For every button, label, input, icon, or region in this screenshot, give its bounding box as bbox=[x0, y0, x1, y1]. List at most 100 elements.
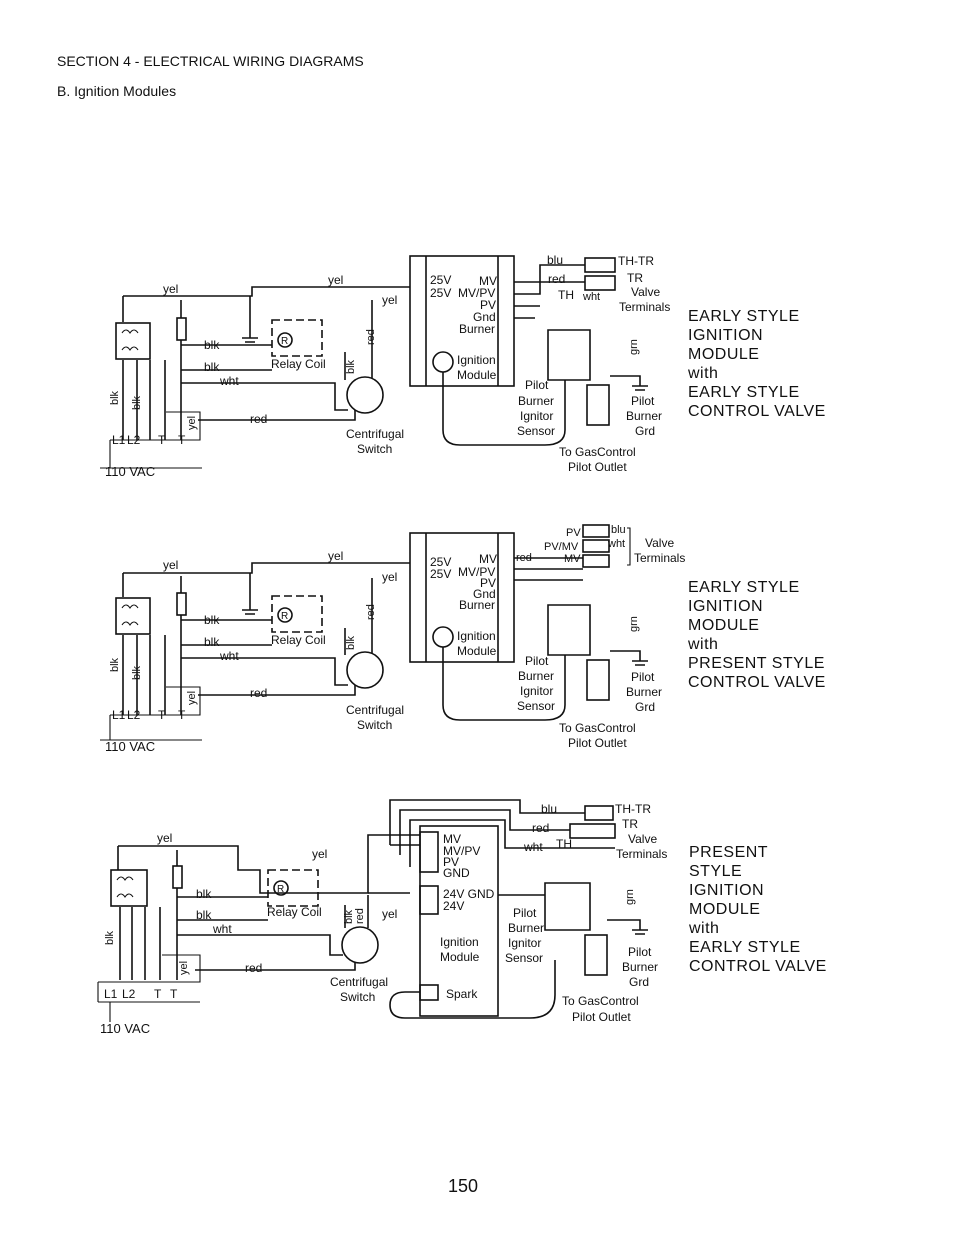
wire-label-wht: wht bbox=[582, 291, 600, 303]
l2-label: L2 bbox=[127, 433, 141, 447]
terminal-pv-mv bbox=[582, 539, 610, 553]
wire-label-yel: yel bbox=[178, 961, 190, 975]
module-terminal-block bbox=[419, 885, 439, 915]
wire-label-red: red bbox=[516, 552, 532, 564]
wire-label-yel: yel bbox=[186, 691, 198, 705]
terminal-mvpv: MV/PV bbox=[458, 286, 495, 300]
wire-label-blk: blk bbox=[109, 657, 121, 672]
burner-right-label: Burner bbox=[626, 409, 662, 423]
wire-label-wht: wht bbox=[219, 649, 239, 663]
wire-label-red: red bbox=[250, 412, 267, 426]
ignition-module-box bbox=[409, 532, 515, 663]
svg-text:R: R bbox=[281, 611, 288, 622]
terminal-pv: PV bbox=[443, 855, 459, 869]
grd-label: Grd bbox=[635, 424, 655, 438]
diagram-title-line: IGNITION bbox=[688, 327, 763, 344]
t-label: T bbox=[170, 987, 178, 1001]
module-terminal-block bbox=[419, 984, 439, 1001]
diagram-title-line: EARLY STYLE bbox=[688, 579, 800, 596]
relay-coil-box bbox=[267, 869, 319, 907]
wire-label-blk: blk bbox=[345, 635, 357, 650]
transformer-symbol bbox=[115, 322, 151, 360]
wire-label-grn: grn bbox=[628, 339, 640, 355]
diagram-title-line: IGNITION bbox=[689, 882, 764, 899]
t-label: T bbox=[178, 433, 186, 447]
wire-label-blk: blk bbox=[345, 359, 357, 374]
terminal-24v: 24V bbox=[443, 899, 464, 913]
diagram-title-line: EARLY STYLE bbox=[689, 939, 801, 956]
grd-label: Grd bbox=[635, 700, 655, 714]
t-label: T bbox=[158, 433, 166, 447]
l1-label: L1 bbox=[112, 433, 126, 447]
ignition-module-box bbox=[409, 255, 515, 387]
wire-label-yel: yel bbox=[157, 831, 172, 845]
wire-label-red: red bbox=[250, 686, 267, 700]
terminal-25v: 25V bbox=[430, 555, 451, 569]
page-number: 150 bbox=[448, 1176, 479, 1196]
wire-label-red: red bbox=[245, 961, 262, 975]
diagram-title-line: PRESENT STYLE bbox=[688, 655, 825, 672]
valve-label: Valve bbox=[645, 536, 674, 550]
relay-symbol bbox=[277, 607, 293, 623]
diagram-3: L1 L2 T T 110 VAC yel yel blk blk wht re… bbox=[97, 799, 826, 1036]
pilot-burner-label: Burner bbox=[518, 669, 554, 683]
wire-label-red: red bbox=[365, 329, 377, 345]
centrifugal-label: Centrifugal bbox=[330, 975, 388, 989]
terminal-mv: MV bbox=[479, 552, 497, 566]
terminal-th-tr-label: TH-TR bbox=[618, 254, 654, 268]
pilot-right-label: Pilot bbox=[631, 394, 655, 408]
wire-label-yel: yel bbox=[163, 558, 178, 572]
l2-label: L2 bbox=[127, 708, 141, 722]
diagram-title-line: MODULE bbox=[688, 617, 759, 634]
wire-label-yel: yel bbox=[382, 293, 397, 307]
diagram-title-line: CONTROL VALVE bbox=[688, 403, 826, 420]
wire-label-red: red bbox=[532, 821, 549, 835]
to-gas-control-label: To GasControl bbox=[559, 445, 636, 459]
wire-label-blk: blk bbox=[109, 390, 121, 405]
ignitor-label: Ignitor bbox=[520, 409, 553, 423]
switch-label: Switch bbox=[340, 990, 375, 1004]
terminal-th-tr bbox=[584, 257, 616, 273]
wire-label-red: red bbox=[365, 604, 377, 620]
vac-label: 110 VAC bbox=[105, 739, 155, 754]
wire-label-grn: grn bbox=[628, 616, 640, 632]
l1-label: L1 bbox=[112, 708, 126, 722]
wire-label-yel: yel bbox=[163, 282, 178, 296]
relay-coil-label: Relay Coil bbox=[267, 905, 322, 919]
pilot-outlet-label: Pilot Outlet bbox=[572, 1010, 631, 1024]
grd-label: Grd bbox=[629, 975, 649, 989]
terminal-pv-mv-label: PV/MV bbox=[544, 541, 579, 553]
wire-label-blk: blk bbox=[204, 635, 220, 649]
valve-label: Valve bbox=[631, 285, 660, 299]
diagram-title-line: MODULE bbox=[688, 346, 759, 363]
t-label: T bbox=[178, 708, 186, 722]
ignition-module-box bbox=[419, 825, 499, 1017]
pilot-burner-grd-symbol bbox=[586, 384, 610, 426]
wire-label-yel: yel bbox=[382, 907, 397, 921]
fuse-symbol bbox=[176, 592, 187, 616]
spark-label: Spark bbox=[446, 987, 478, 1001]
terminal-mv: MV bbox=[479, 274, 497, 288]
vac-label: 110 VAC bbox=[105, 464, 155, 479]
terminals-label: Terminals bbox=[634, 551, 685, 565]
wire-label-blk: blk bbox=[204, 338, 220, 352]
terminal-th: TH bbox=[558, 288, 574, 302]
ignitor-label: Ignitor bbox=[508, 936, 541, 950]
diagram-1: L1 L2 T T 110 VAC yel yel blk blk wht re… bbox=[100, 253, 826, 479]
relay-coil-box bbox=[271, 595, 323, 633]
pilot-burner-grd-symbol bbox=[584, 934, 608, 976]
relay-symbol bbox=[277, 332, 293, 348]
relay-coil-box bbox=[271, 319, 323, 357]
module-label: Module bbox=[440, 950, 480, 964]
ignition-connector bbox=[432, 351, 454, 373]
module-terminal-block bbox=[419, 831, 439, 873]
wire-label-grn: grn bbox=[624, 889, 636, 905]
centrifugal-switch-symbol bbox=[341, 926, 379, 964]
diagram-title-line: with bbox=[688, 920, 719, 937]
wire-label-blk: blk bbox=[204, 613, 220, 627]
pilot-burner-label: Burner bbox=[508, 921, 544, 935]
wire-label-yel: yel bbox=[312, 847, 327, 861]
pilot-right-label: Pilot bbox=[631, 670, 655, 684]
wire-label-yel: yel bbox=[328, 273, 343, 287]
diagram-title-line: with bbox=[687, 365, 718, 382]
